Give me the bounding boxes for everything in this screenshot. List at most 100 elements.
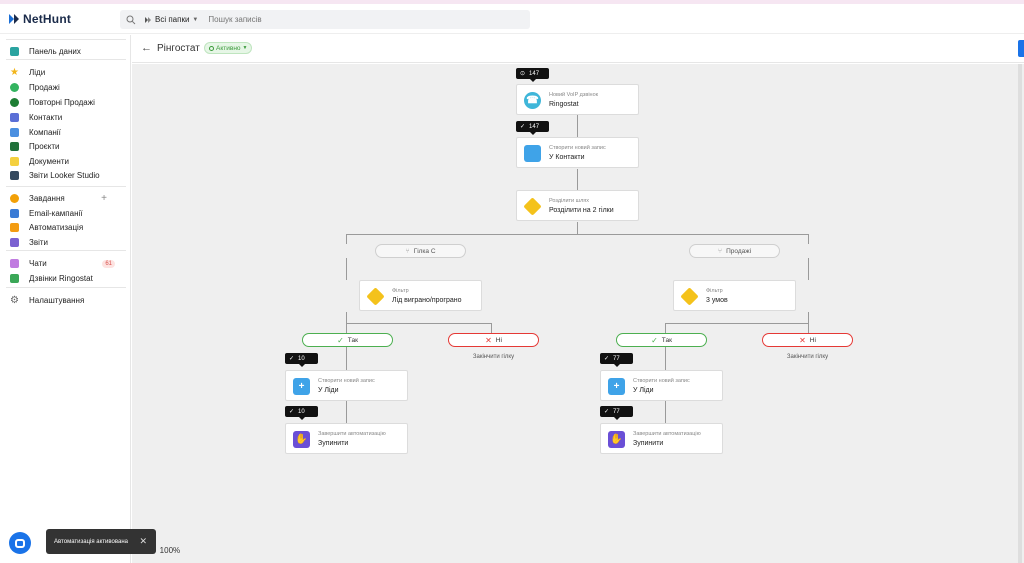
node-title: Зупинити — [318, 440, 349, 447]
sidebar-divider — [6, 186, 126, 187]
node-type-label: Фільтр — [392, 288, 409, 294]
connector-line — [808, 258, 809, 280]
sidebar-divider — [6, 250, 126, 251]
sidebar-item-label: Контакти — [29, 113, 63, 122]
branch-pill-gray[interactable]: ⑂Продажі — [689, 244, 780, 258]
sidebar-item-1[interactable]: ★Ліди — [0, 66, 131, 79]
end-branch-label: Закінчити гілку — [786, 354, 829, 360]
lightning-icon — [10, 223, 19, 232]
node-type-label: Створити новий запис — [318, 378, 375, 384]
node-title: 3 умов — [706, 297, 728, 304]
sidebar-item-3[interactable]: Повторні Продажі — [0, 96, 131, 109]
zoom-in-icon[interactable]: + — [150, 546, 155, 555]
branch-pill-red[interactable]: ✕Ні — [448, 333, 539, 347]
chat-icon — [10, 259, 19, 268]
branch-pill-gray[interactable]: ⑂Гілка С — [375, 244, 466, 258]
node-type-label: Створити новий запис — [549, 145, 606, 151]
sidebar-item-7[interactable]: Документи — [0, 155, 131, 168]
check-icon: ✓ — [520, 124, 526, 130]
search-input[interactable] — [208, 15, 459, 24]
sidebar-item-15[interactable]: ⚙Налаштування — [0, 294, 131, 307]
sidebar-item-5[interactable]: Компанії — [0, 126, 131, 139]
sidebar-item-14[interactable]: Дзвінки Ringostat — [0, 272, 131, 285]
x-icon: ✕ — [485, 335, 492, 345]
connector-line — [665, 323, 666, 333]
scrollbar[interactable] — [1018, 64, 1022, 563]
sidebar-divider — [6, 39, 126, 40]
sidebar-item-0[interactable]: Панель даних — [0, 45, 131, 58]
sidebar-item-4[interactable]: Контакти — [0, 111, 131, 124]
close-icon[interactable]: ✕ — [139, 536, 147, 546]
top-accent-strip — [0, 0, 1024, 4]
status-label: Активно — [216, 44, 241, 52]
sidebar-item-label: Звіти Looker Studio — [29, 171, 100, 180]
back-arrow-icon[interactable]: ← — [141, 42, 152, 54]
search-icon — [126, 15, 136, 24]
sidebar-item-label: Чати — [29, 259, 47, 268]
sidebar-item-8[interactable]: Звіти Looker Studio — [0, 169, 131, 182]
gear-icon: ⚙ — [10, 295, 19, 306]
logo[interactable]: NetHunt — [8, 12, 71, 26]
branch-pill-green[interactable]: ✓Так — [616, 333, 707, 347]
header-action-button[interactable] — [1018, 40, 1024, 57]
sidebar-item-11[interactable]: Автоматизація — [0, 221, 131, 234]
connector-line — [577, 169, 578, 190]
sidebar-item-12[interactable]: Звіти — [0, 236, 131, 249]
branch-label: Так — [661, 336, 672, 344]
connector-line — [577, 115, 578, 138]
sidebar-item-10[interactable]: Email-кампанії — [0, 207, 131, 220]
branch-label: Продажі — [726, 247, 752, 255]
filter-icon — [680, 287, 699, 306]
branch-icon: ⑂ — [405, 247, 410, 255]
node-type-label: Розділити шлях — [549, 198, 590, 204]
add-contact-icon — [524, 145, 541, 162]
stop-hand-icon: ✋ — [608, 431, 625, 448]
sidebar-divider — [6, 287, 126, 288]
sidebar-item-2[interactable]: Продажі — [0, 81, 131, 94]
top-bar: NetHunt Всі папки ▼ — [0, 4, 1024, 34]
connector-line — [665, 347, 666, 371]
run-count: 77 — [613, 408, 620, 415]
chevron-down-icon: ▼ — [192, 16, 199, 23]
sidebar-item-label: Повторні Продажі — [29, 98, 95, 107]
branch-pill-green[interactable]: ✓Так — [302, 333, 393, 347]
connector-line — [665, 323, 808, 324]
support-chat-button[interactable] — [9, 532, 31, 554]
run-count-badge: ✓77 — [600, 406, 633, 420]
sidebar-item-9[interactable]: Завдання + — [0, 192, 131, 205]
checkbox-icon — [10, 142, 19, 151]
check-icon: ✓ — [651, 335, 658, 345]
chat-icon — [15, 538, 25, 548]
connector-line — [808, 312, 809, 324]
x-icon: ✕ — [799, 335, 806, 345]
status-badge[interactable]: Активно ▼ — [204, 42, 253, 54]
status-dot-icon — [209, 45, 214, 51]
sidebar-item-6[interactable]: Проєкти — [0, 140, 131, 153]
document-icon — [10, 157, 19, 166]
branch-pill-red[interactable]: ✕Ні — [762, 333, 853, 347]
nethunt-logo-icon — [9, 14, 19, 24]
sidebar-item-label: Завдання — [29, 194, 65, 203]
folder-select[interactable]: Всі папки ▼ — [144, 15, 198, 24]
sidebar-item-label: Продажі — [29, 83, 60, 92]
node-title: У Ліди — [633, 387, 654, 394]
bar-chart-icon — [10, 171, 19, 180]
run-count: 10 — [298, 355, 305, 362]
play-icon: ⊙ — [520, 71, 526, 77]
end-branch-label: Закінчити гілку — [472, 354, 515, 360]
sidebar-item-label: Документи — [29, 157, 69, 166]
building-icon — [10, 128, 19, 137]
add-task-icon[interactable]: + — [101, 193, 107, 204]
